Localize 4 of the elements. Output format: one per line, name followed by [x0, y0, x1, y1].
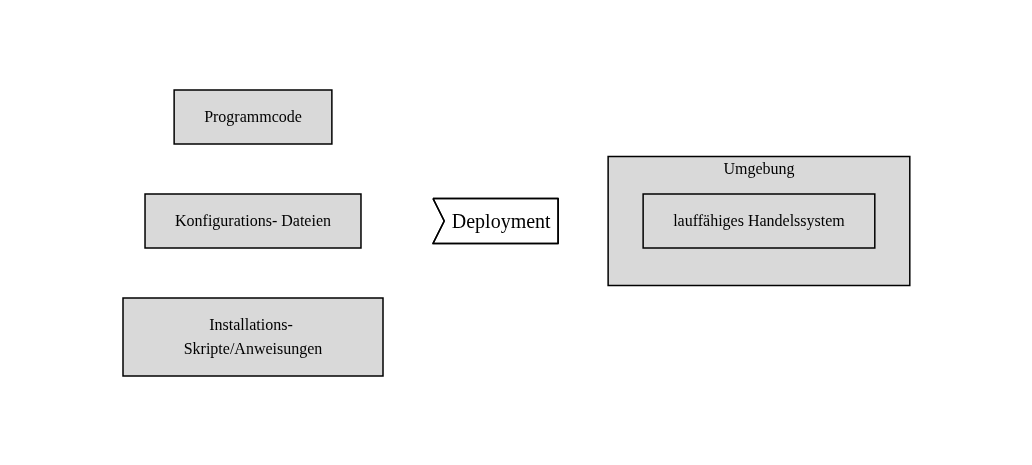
node-box: Konfigurations- Dateien [143, 192, 362, 249]
node-box: Installations- Skripte/Anweisungen [121, 296, 384, 377]
node-box: Programmcode [172, 88, 333, 145]
node-box: lauffähiges Handelssystem [641, 192, 876, 249]
